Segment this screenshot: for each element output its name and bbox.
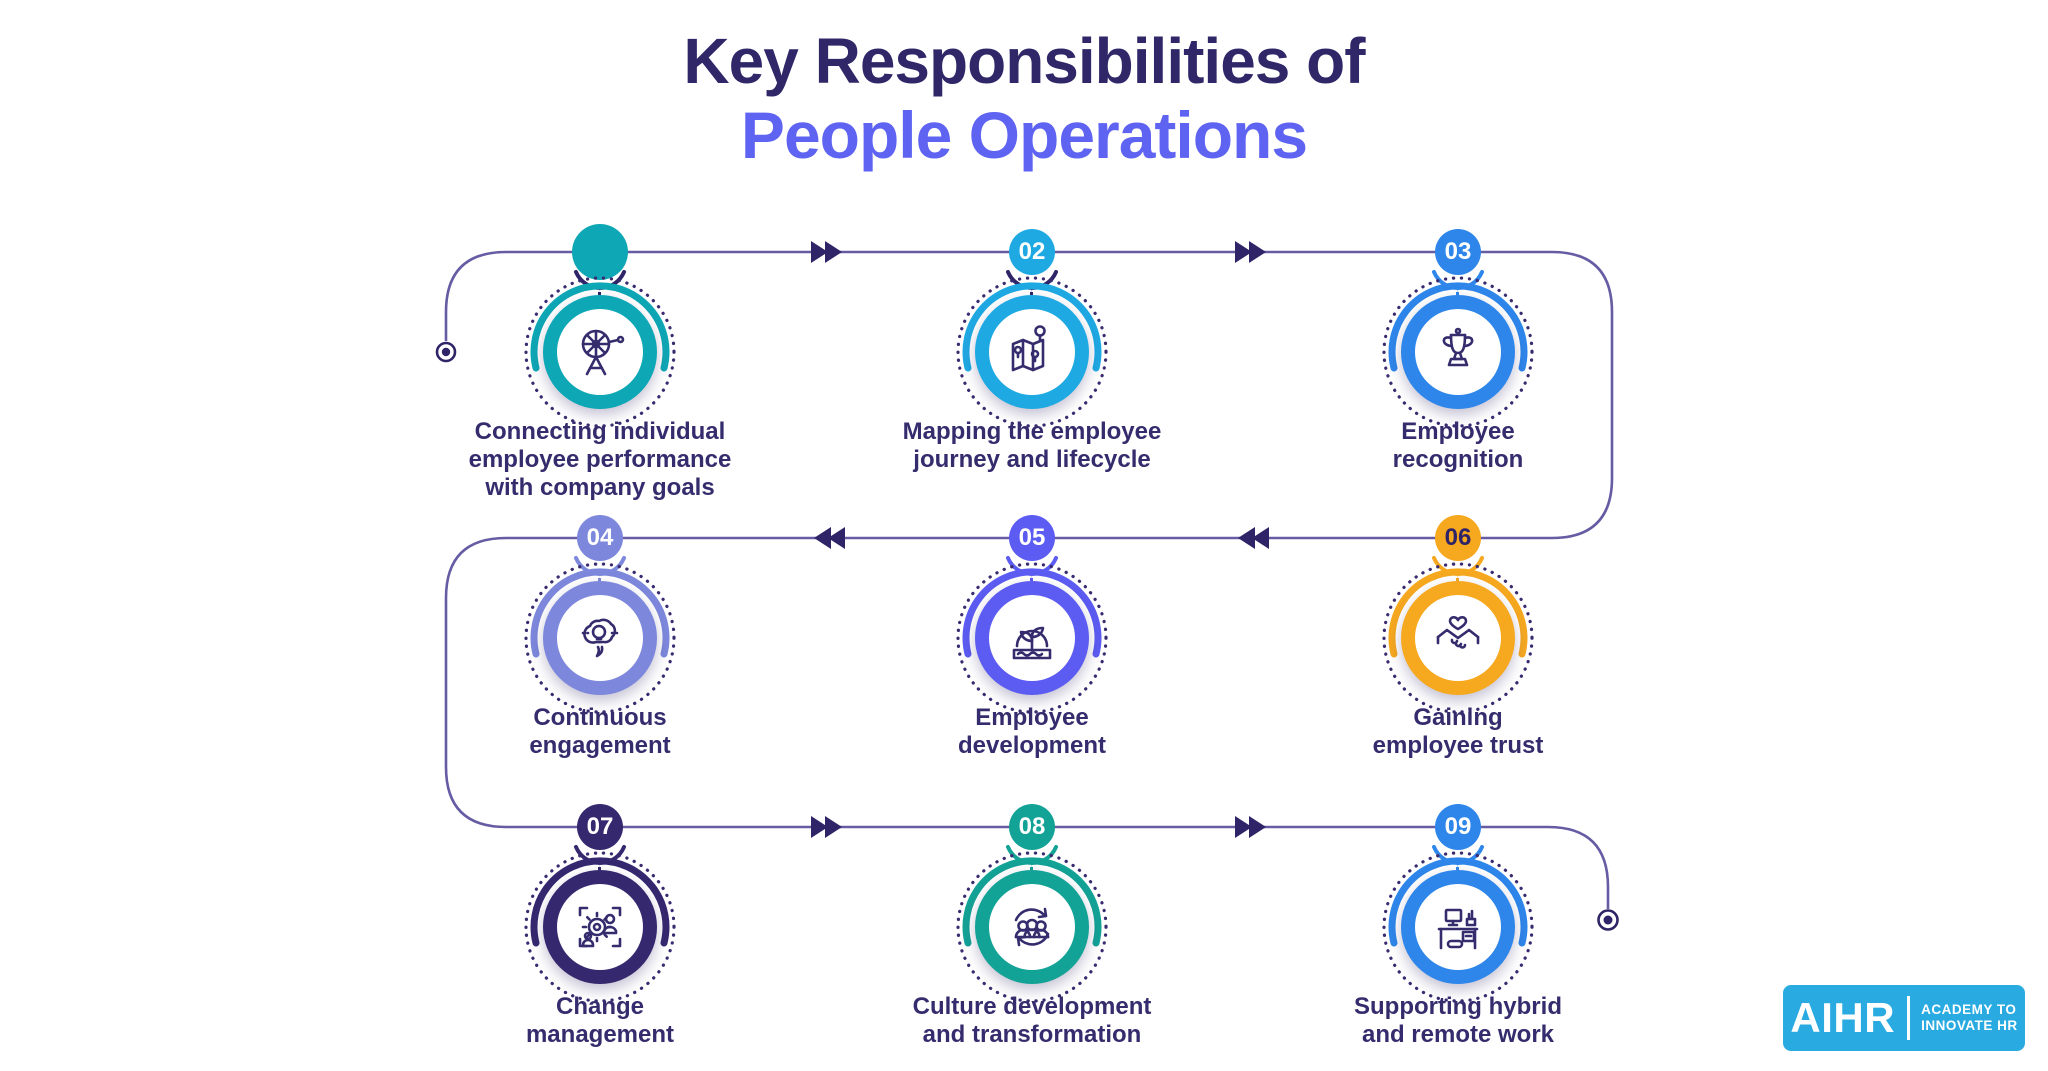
aihr-logo: AIHR ACADEMY TO INNOVATE HR	[1783, 985, 2025, 1051]
rewind-icon	[814, 527, 1269, 549]
step-item-6: 06 Gaining employee trust	[1278, 515, 1638, 797]
thought-bulb-icon	[568, 606, 632, 670]
step-number-badge: 07	[577, 804, 623, 850]
step-label: Employee recognition	[1392, 418, 1524, 473]
step-number-badge: 08	[1009, 804, 1055, 850]
culture-people-icon	[1000, 895, 1064, 959]
title-line-1: Key Responsibilities of	[683, 25, 1365, 97]
employee-journey-map-icon	[1000, 320, 1064, 384]
step-circle	[1382, 851, 1534, 1003]
handshake-heart-icon	[1426, 606, 1490, 670]
step-item-9: 09 Supporting hybrid and remote work	[1278, 804, 1638, 1071]
step-number-badge: 06	[1435, 515, 1481, 561]
step-number: 02	[1018, 238, 1046, 265]
remote-desk-icon	[1426, 895, 1490, 959]
step-number-badge	[572, 224, 628, 280]
step-circle	[1382, 562, 1534, 714]
step-item-2: 02 Mapping the employee journey and life…	[852, 229, 1212, 511]
title-line-2: People Operations	[740, 98, 1308, 172]
dotted-connector	[1030, 284, 1033, 295]
step-number-badge: 02	[1009, 229, 1055, 275]
performance-wheel-icon	[568, 320, 632, 384]
step-label: Employee development	[957, 704, 1107, 759]
step-item-7: 07 Change management	[420, 804, 780, 1071]
step-label: Supporting hybrid and remote work	[1354, 993, 1562, 1048]
fast-forward-icon	[811, 816, 1266, 838]
step-number-badge: 05	[1009, 515, 1055, 561]
change-gear-icon	[568, 895, 632, 959]
start-point-dot-icon	[441, 347, 451, 357]
step-number-badge: 09	[1435, 804, 1481, 850]
dotted-connector	[1456, 859, 1459, 870]
aihr-logo-tagline: ACADEMY TO INNOVATE HR	[1921, 1002, 2018, 1033]
dotted-connector	[598, 570, 601, 581]
step-item-4: 04 Continuous engagement	[420, 515, 780, 797]
step-item-1: Connecting individual employee performan…	[420, 224, 780, 511]
step-circle	[956, 851, 1108, 1003]
step-number: 05	[1018, 524, 1046, 551]
step-item-8: 08 Culture development and transformatio…	[852, 804, 1212, 1071]
dotted-connector	[598, 284, 601, 295]
sprout-icon	[1000, 606, 1064, 670]
step-label: Continuous engagement	[529, 704, 671, 759]
step-item-3: 03 Employee recognition	[1278, 229, 1638, 511]
logo-divider	[1907, 996, 1911, 1040]
step-number: 09	[1444, 813, 1472, 840]
dotted-connector	[1030, 570, 1033, 581]
step-number: 08	[1018, 813, 1046, 840]
step-label: Connecting individual employee performan…	[468, 418, 732, 501]
step-number-badge: 04	[577, 515, 623, 561]
step-number: 03	[1444, 238, 1472, 265]
page-title: Key Responsibilities of People Operation…	[0, 24, 2048, 172]
step-number: 06	[1444, 524, 1472, 551]
step-number-badge: 03	[1435, 229, 1481, 275]
step-label: Change management	[525, 993, 675, 1048]
end-point-dot-icon	[1603, 915, 1613, 925]
step-label: Culture development and transformation	[912, 993, 1152, 1048]
step-label: Gaining employee trust	[1372, 704, 1544, 759]
dotted-connector	[598, 859, 601, 870]
step-label: Mapping the employee journey and lifecyc…	[902, 418, 1162, 473]
step-item-5: 05 Employee development	[852, 515, 1212, 797]
dotted-connector	[1456, 570, 1459, 581]
step-number: 07	[586, 813, 614, 840]
aihr-logo-brand: AIHR	[1790, 994, 1896, 1041]
fast-forward-icon	[811, 241, 1266, 263]
dotted-connector	[1456, 284, 1459, 295]
step-circle	[524, 276, 676, 428]
step-number: 04	[586, 524, 614, 551]
dotted-connector	[1030, 859, 1033, 870]
trophy-icon	[1426, 320, 1490, 384]
